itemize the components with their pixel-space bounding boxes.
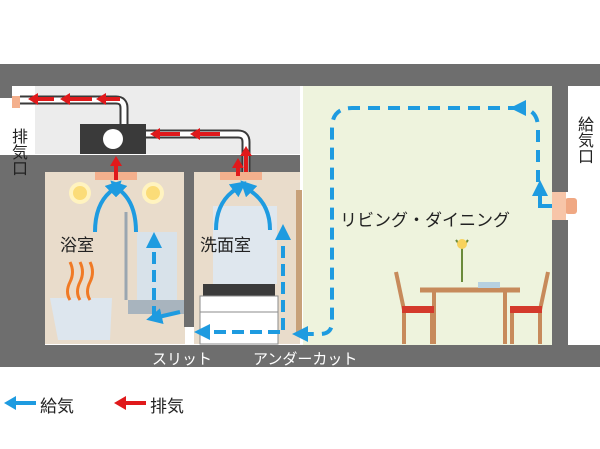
inner-ceiling — [35, 155, 300, 172]
supply-arrows-washroom — [194, 180, 291, 340]
heat-icon — [66, 261, 94, 301]
bath-light-left-core — [73, 186, 87, 200]
supply-flow-bath-right — [110, 180, 138, 233]
chair-left-seat — [402, 306, 434, 313]
wash-vent-grille — [220, 172, 262, 180]
exhaust-arrows — [28, 93, 252, 180]
supply-port-vent — [565, 198, 577, 214]
slit-label: スリット — [152, 350, 213, 368]
chair-right-seat — [510, 306, 542, 313]
legend-exhaust-arrow — [114, 396, 146, 410]
legend-exhaust-label: 排気 — [150, 397, 184, 417]
legend-supply-arrow — [4, 396, 36, 410]
exhaust-arrow — [190, 128, 220, 140]
exhaust-duct-wash-inner — [146, 131, 249, 172]
supply-flow-living-top — [292, 106, 520, 342]
supply-flow-wash-right — [240, 180, 272, 231]
right-wall — [552, 86, 568, 192]
supply-flow-living-right — [510, 100, 540, 182]
living-door-wood — [296, 190, 302, 336]
left-wall — [0, 155, 35, 345]
bathtub — [50, 298, 112, 340]
wash-mirror — [213, 206, 277, 284]
shower-mirror — [137, 232, 177, 306]
bath-light-right-core — [146, 186, 160, 200]
supply-flow-wash-left — [214, 181, 247, 231]
legend-supply: 給気 — [40, 392, 74, 417]
exhaust-arrow — [232, 158, 244, 176]
exhaust-arrow — [110, 156, 122, 180]
supply-port-inner — [552, 192, 566, 220]
floor-slab — [0, 345, 600, 367]
wash-cabinet — [199, 295, 279, 345]
supply-flow-from-port — [532, 180, 552, 208]
partition-lower — [184, 297, 194, 327]
ceiling-slab — [0, 64, 600, 86]
exhaust-outlet-cap — [12, 96, 20, 108]
exhaust-arrow — [96, 93, 120, 105]
table-plate — [478, 282, 500, 288]
flower — [457, 239, 467, 249]
exhaust-arrow — [60, 93, 92, 105]
exhaust-port-label: 排気口 — [9, 128, 28, 176]
partition-wall — [184, 172, 194, 297]
exhaust-arrow — [240, 146, 252, 172]
washroom-label: 洗面室 — [200, 236, 251, 256]
exhaust-arrow — [28, 93, 54, 105]
exhaust-fan — [103, 129, 123, 149]
bath-left-wall — [35, 172, 45, 345]
legend-supply-label: 給気 — [40, 397, 74, 417]
supply-flow-bath-slit — [146, 308, 181, 324]
bathroom-label: 浴室 — [60, 236, 94, 256]
wash-basin — [203, 284, 275, 296]
undercut-label: アンダーカット — [253, 350, 358, 368]
right-wall-lower — [552, 220, 568, 345]
supply-port-label: 給気口 — [575, 116, 594, 164]
exhaust-arrow — [150, 128, 180, 140]
supply-flow-bath-left — [93, 180, 122, 233]
living-area — [303, 86, 552, 345]
legend-exhaust: 排気 — [150, 392, 184, 417]
living-dining-label: リビング・ダイニング — [340, 211, 510, 231]
left-wall-top — [0, 86, 12, 98]
supply-arrows-living — [292, 100, 552, 342]
supply-arrows-bathroom — [93, 180, 181, 324]
